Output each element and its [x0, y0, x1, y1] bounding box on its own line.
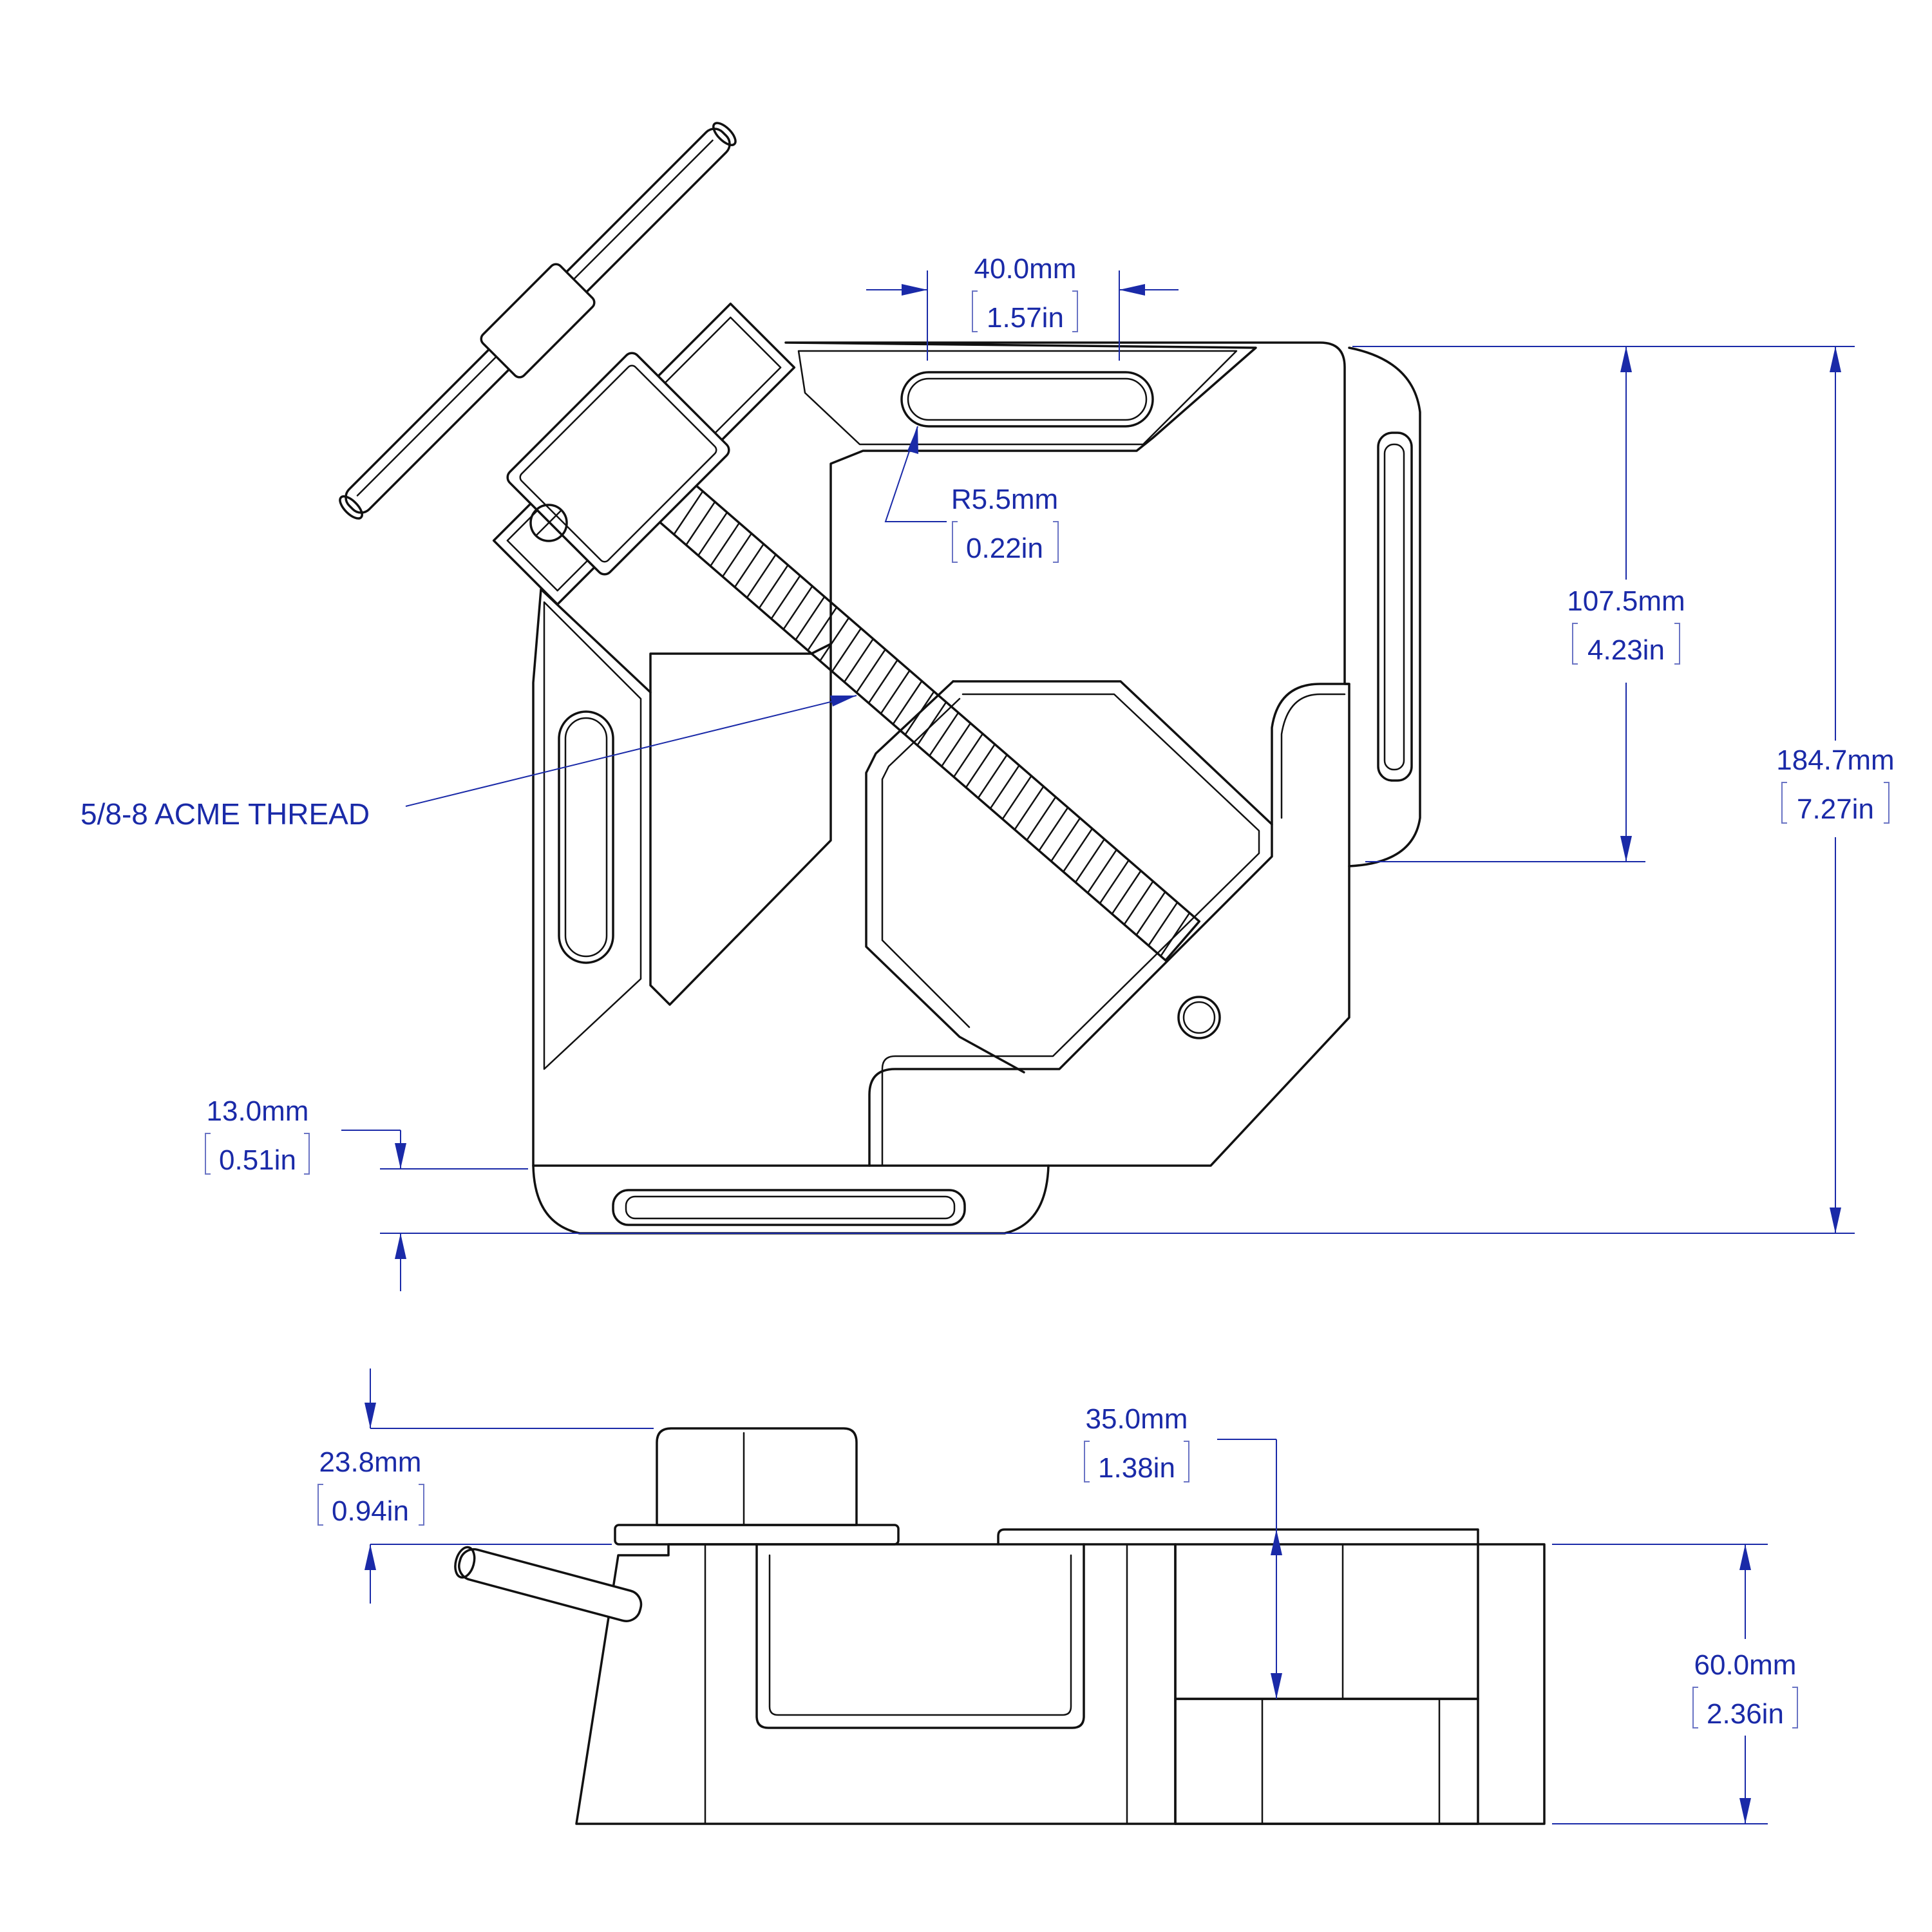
right-jaw-step-inner — [1280, 693, 1346, 819]
dim-jaw-depth: 35.0mm 1.38in — [1084, 1403, 1282, 1699]
collar-screw — [529, 504, 568, 542]
inner-jaw-left — [865, 680, 1025, 1074]
right-jaw-step — [1271, 683, 1350, 826]
side-pocket — [755, 1543, 1085, 1729]
t-handle — [339, 122, 737, 520]
dim-base-thickness-imperial: 0.51in — [219, 1144, 296, 1176]
dim-base-thickness: 13.0mm 0.51in — [205, 1095, 528, 1291]
dim-slot-radius-metric: R5.5mm — [951, 484, 1058, 515]
left-jaw-step — [649, 643, 832, 694]
side-handle-plate — [614, 1524, 900, 1546]
clamp-body-outline — [532, 341, 1350, 1167]
dim-overall-depth-imperial: 2.36in — [1707, 1698, 1784, 1730]
side-body-inner — [704, 1543, 1128, 1825]
clamp-body-side-bevel — [543, 601, 642, 1070]
lead-screw — [658, 482, 1201, 961]
dim-slot-width-imperial: 1.57in — [987, 302, 1064, 334]
dim-jaw-height-imperial: 4.23in — [1587, 634, 1665, 666]
bottom-slot — [612, 1189, 966, 1226]
dim-handle-height: 23.8mm 0.94in — [317, 1368, 654, 1604]
right-slot — [1377, 431, 1413, 782]
inner-jaw-left-bevel — [881, 697, 971, 1028]
dim-thread-callout: 5/8-8 ACME THREAD — [80, 695, 857, 831]
side-view — [454, 1427, 1546, 1825]
collar-screw-slot — [536, 510, 562, 536]
dim-slot-radius: R5.5mm 0.22in — [884, 426, 1059, 564]
upper-slot — [900, 371, 1154, 428]
dim-handle-height-metric: 23.8mm — [319, 1446, 422, 1478]
dim-base-thickness-metric: 13.0mm — [207, 1095, 309, 1127]
dim-jaw-depth-imperial: 1.38in — [1098, 1452, 1175, 1484]
jaw-cutout-inner — [881, 693, 1260, 1167]
dim-handle-height-imperial: 0.94in — [332, 1495, 409, 1527]
dim-jaw-height: 107.5mm 4.23in — [1352, 346, 1855, 862]
upper-slot-inner — [907, 377, 1148, 421]
dim-slot-width-metric: 40.0mm — [974, 253, 1077, 285]
right-pad — [1348, 346, 1421, 867]
side-t-bar — [454, 1546, 643, 1622]
bottom-slot-inner — [625, 1195, 956, 1220]
left-slot — [558, 710, 614, 964]
right-slot-inner — [1383, 443, 1405, 771]
top-view — [339, 122, 1421, 1235]
side-right-jaw-lower — [1174, 1698, 1479, 1825]
thread-callout-label: 5/8-8 ACME THREAD — [80, 797, 370, 831]
dimensions: 40.0mm 1.57in R5.5mm 0.22in 5/8-8 ACME T… — [80, 253, 1895, 1824]
side-right-jaw-face — [1174, 1543, 1479, 1700]
dim-overall-height-metric: 184.7mm — [1776, 744, 1894, 776]
clamp-body-bevel — [797, 350, 1238, 446]
side-body-outline — [575, 1543, 1177, 1825]
pivot-hole — [1177, 996, 1221, 1039]
bottom-pad — [532, 1164, 1050, 1235]
left-slot-inner — [564, 717, 608, 958]
side-handle-knob — [656, 1427, 858, 1526]
side-right-jaw — [997, 1528, 1546, 1825]
dim-overall-height-imperial: 7.27in — [1797, 793, 1874, 825]
side-pocket-inner — [768, 1554, 1072, 1716]
dim-slot-width: 40.0mm 1.57in — [866, 253, 1179, 361]
dim-slot-radius-imperial: 0.22in — [966, 533, 1043, 564]
screw-nut — [506, 352, 730, 576]
dim-overall-depth: 60.0mm 2.36in — [1552, 1544, 1798, 1824]
pivot-hole-inner — [1182, 1001, 1216, 1034]
dim-overall-depth-metric: 60.0mm — [1694, 1649, 1797, 1681]
dim-jaw-height-metric: 107.5mm — [1567, 585, 1685, 617]
dim-jaw-depth-metric: 35.0mm — [1086, 1403, 1188, 1435]
dim-overall-height: 184.7mm 7.27in — [380, 346, 1895, 1234]
